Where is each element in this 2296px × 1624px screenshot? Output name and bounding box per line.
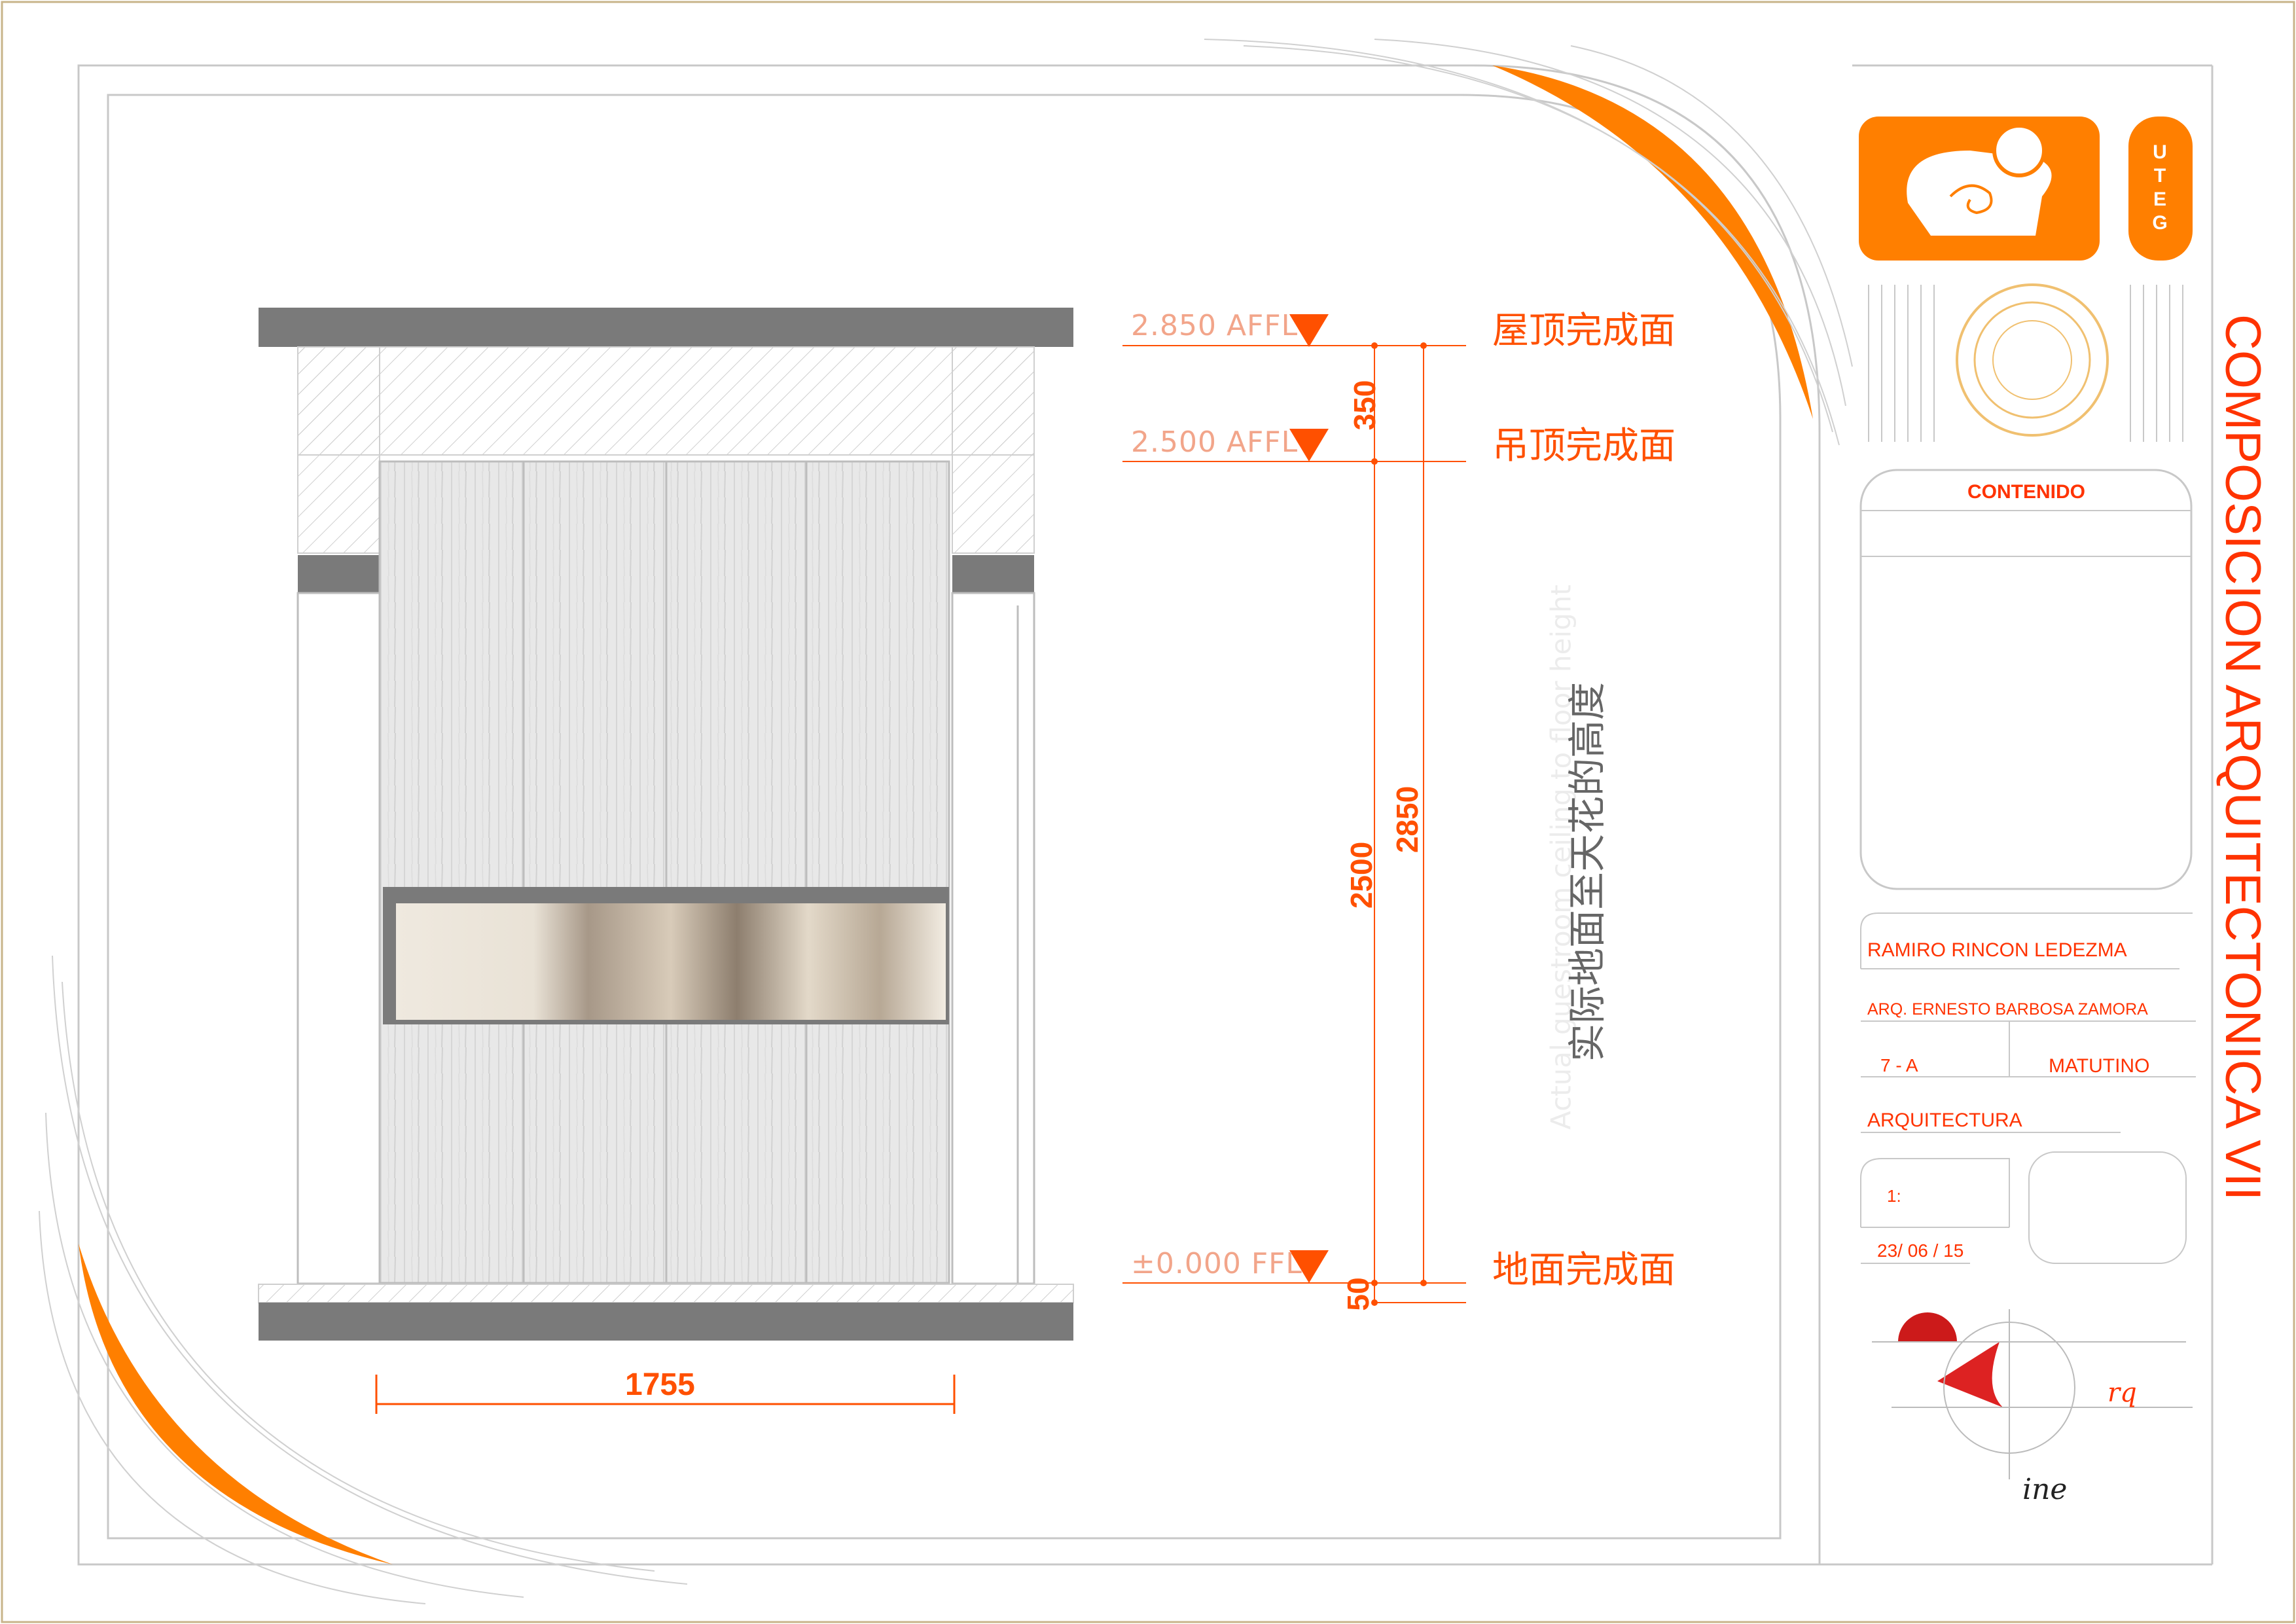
level-cn-roof: 屋顶完成面 [1492,310,1676,352]
hatched-beam [297,346,1035,456]
uteg-letters: U T E G [2152,141,2168,234]
dim-2850: 2850 [1390,785,1424,854]
hatch-panel [1868,285,2183,442]
contenido-heading: CONTENIDO [1967,481,2085,503]
shift: MATUTINO [2049,1055,2150,1077]
left-wall [296,592,381,1285]
dim-2500: 2500 [1344,841,1378,909]
level-label-floor: ±0.000 FFL [1131,1247,1302,1280]
orange-swoosh-bottom [79,1244,393,1564]
level-cn-ceiling: 吊顶完成面 [1492,425,1676,467]
floor-finish [258,1284,1074,1303]
elevation-drawing [258,308,1466,1414]
floor-slab [259,1303,1073,1341]
contenido-box [1859,469,2193,890]
level-lines [1122,345,1466,1303]
group: 7 - A [1880,1055,1918,1075]
orange-swoosh-top [1492,65,1813,419]
vertical-title: COMPOSICION ARQUITECTONICA VII [2215,314,2270,1201]
scale: 1: [1887,1186,1901,1206]
student-name: RAMIRO RINCON LEDEZMA [1867,939,2127,961]
circle-emblem [1956,283,2109,437]
dim-width: 1755 [625,1367,695,1402]
right-cap [952,555,1034,593]
level-markers [1289,314,1329,1283]
mark-ine: ine [2022,1473,2068,1506]
rq-mark [1872,1309,2193,1479]
career: ARQUITECTURA [1867,1110,2022,1131]
info-rows [1860,912,2196,1264]
panel-joints [522,461,808,1283]
dim-ticks [1371,342,1427,1306]
left-column [297,346,380,554]
right-column [952,346,1035,554]
level-label-roof: 2.850 AFFL [1131,309,1299,342]
marble-insert [396,903,946,1020]
right-wall [951,592,1035,1285]
top-slab [259,308,1073,347]
wood-panel-wall [378,460,950,1284]
note-chinese: 实际地面至天花的高度 [1565,682,1609,1062]
left-cap [298,555,380,593]
width-dimension [375,1375,956,1414]
dim-350: 350 [1348,380,1382,431]
swoosh-lines-top [1204,39,1853,446]
mark-rq: rq [2108,1378,2137,1408]
dim-50: 50 [1341,1277,1375,1311]
title-block-graphics [1859,117,2196,1479]
level-label-ceiling: 2.500 AFFL [1131,425,1299,459]
level-cn-floor: 地面完成面 [1492,1249,1676,1291]
uteg-badge [2128,117,2193,261]
swoosh-lines-bottom [39,955,688,1604]
date: 23/ 06 / 15 [1877,1240,1964,1261]
teacher-name: ARQ. ERNESTO BARBOSA ZAMORA [1867,1000,2148,1019]
